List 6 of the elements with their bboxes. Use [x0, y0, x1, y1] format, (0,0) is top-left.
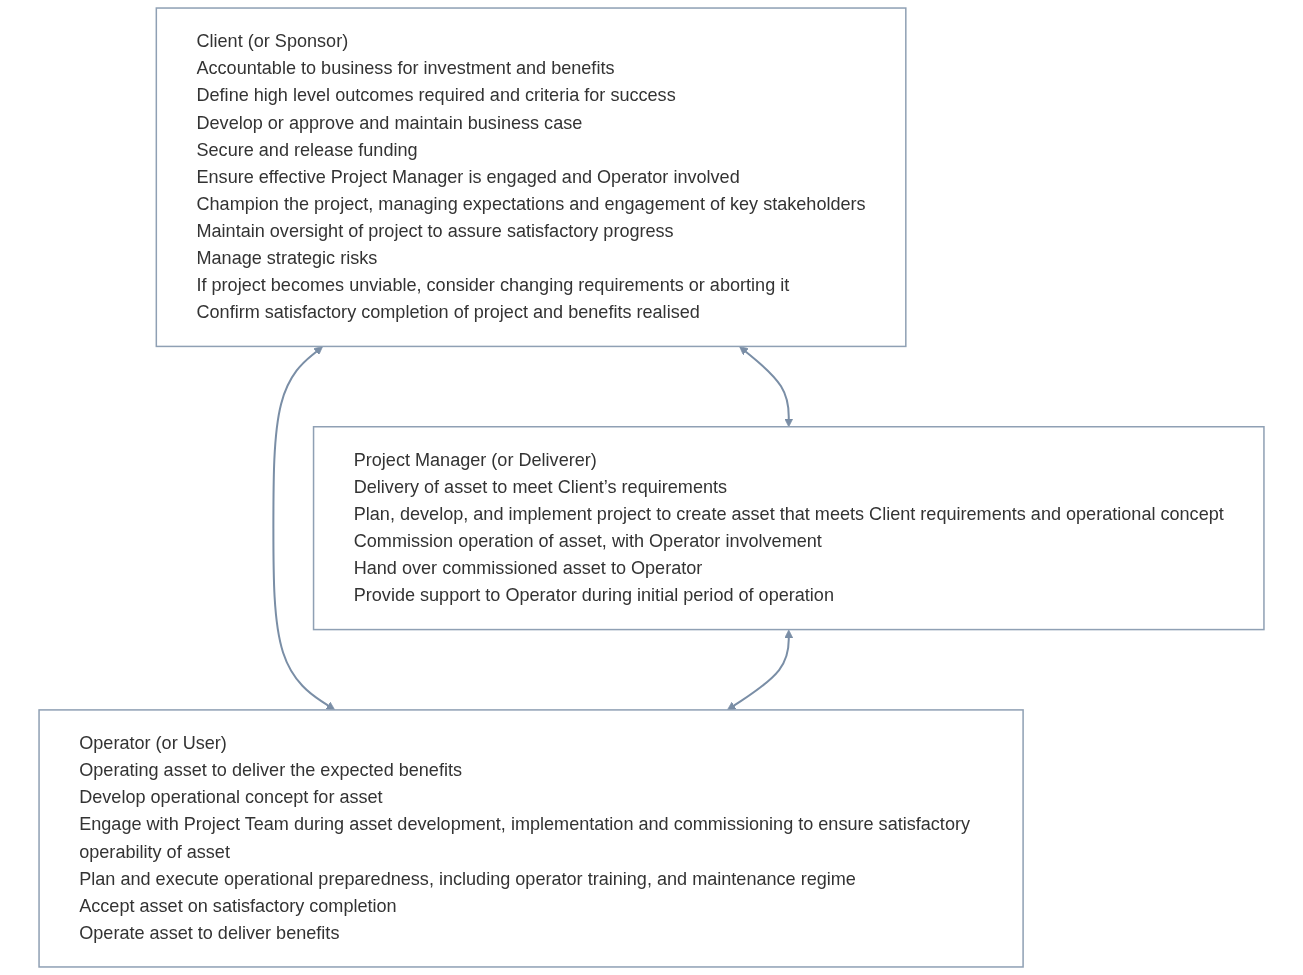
- arrow: [272, 346, 336, 711]
- node-box: Client (or Sponsor) Accountable to business for investment and benefits Define high level outcomes required and criteria for success Develop or approve and maintain business case Secure and release funding Ensure effective Project Manager is engaged and Operator involved Champion the project, managing expectations and engagement of key stakeholders Maintain oversight of project to assure satisfactory progress Manage strategic risks If project becomes unviable, consider changing requirements or aborting it Confirm satisfactory completion of project and benefits realised: [155, 7, 907, 348]
- arrow: [727, 629, 794, 711]
- arrow: [739, 346, 794, 428]
- node-box: Operator (or User) Operating asset to deliver the expected benefits Develop operational concept for asset Engage with Project Team during asset development, implementation and commissioning to ensure satisfactory operability of asset Plan and execute operational preparedness, including operator training, and maintenance regime Accept asset on satisfactory completion Operate asset to deliver benefits: [38, 709, 1024, 968]
- node-box: Project Manager (or Deliverer) Delivery of asset to meet Client’s requirements Plan, develop, and implement project to create asset that meets Client requirements and operational concept Commission operation of asset, with Operator involvement Hand over commissioned asset to Operator Provide support to Operator during initial period of operation: [312, 426, 1265, 631]
